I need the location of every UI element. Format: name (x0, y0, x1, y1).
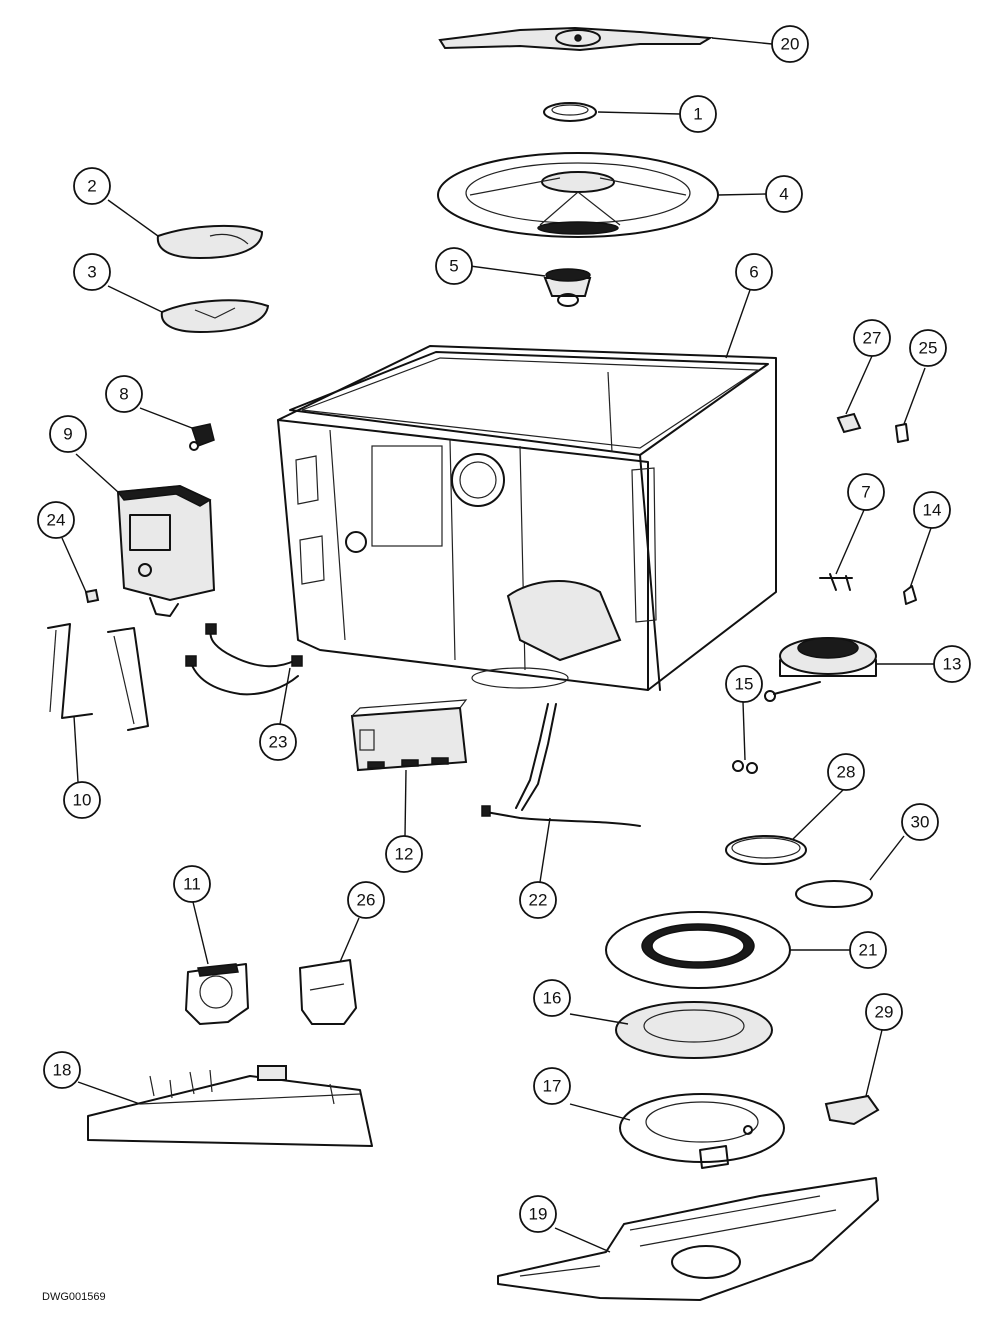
svg-text:28: 28 (837, 763, 856, 782)
part-6-tub (277, 345, 777, 691)
svg-text:11: 11 (183, 875, 201, 894)
part-21-seal (605, 911, 791, 989)
part-10-brackets (47, 623, 149, 731)
part-25 (895, 423, 909, 443)
part-22-cable (481, 703, 641, 827)
part-13-pump (764, 637, 877, 702)
svg-text:18: 18 (53, 1061, 72, 1080)
callout-5: 5 (435, 247, 473, 285)
callout-13: 13 (933, 645, 971, 683)
callout-10: 10 (63, 781, 101, 819)
callout-4: 4 (765, 175, 803, 213)
part-3-cover (160, 299, 270, 334)
svg-text:23: 23 (269, 733, 288, 752)
callout-25: 25 (909, 329, 947, 367)
part-7 (819, 573, 853, 591)
part-20-spray-arm (438, 26, 714, 52)
svg-text:8: 8 (119, 385, 128, 404)
part-11-housing (185, 963, 249, 1025)
callout-1: 1 (679, 95, 717, 133)
svg-text:27: 27 (863, 329, 882, 348)
part-14 (903, 585, 917, 605)
svg-text:20: 20 (781, 35, 800, 54)
callout-2: 2 (73, 167, 111, 205)
callout-27: 27 (853, 319, 891, 357)
part-2-cover (156, 224, 264, 260)
svg-text:7: 7 (861, 483, 870, 502)
callout-30: 30 (901, 803, 939, 841)
part-5-impeller (543, 268, 592, 307)
part-28-ring (725, 835, 807, 865)
callout-6: 6 (735, 253, 773, 291)
part-16-plate (615, 1001, 773, 1059)
callout-16: 16 (533, 979, 571, 1017)
svg-text:9: 9 (63, 425, 72, 444)
part-18-base-front (87, 1065, 373, 1147)
svg-text:17: 17 (543, 1077, 562, 1096)
svg-text:19: 19 (529, 1205, 548, 1224)
part-9-motor-block (116, 484, 216, 617)
callout-15: 15 (725, 665, 763, 703)
svg-text:10: 10 (73, 791, 92, 810)
callout-11: 11 (173, 865, 211, 903)
svg-text:24: 24 (47, 511, 66, 530)
callout-12: 12 (385, 835, 423, 873)
part-24-clip (84, 588, 100, 604)
part-12-control-board (350, 699, 468, 772)
leader-lines (61, 37, 934, 1253)
part-27 (836, 412, 862, 434)
svg-text:2: 2 (87, 177, 96, 196)
callout-26: 26 (347, 881, 385, 919)
callout-14: 14 (913, 491, 951, 529)
part-15-orings (732, 760, 758, 774)
svg-text:29: 29 (875, 1003, 894, 1022)
svg-text:13: 13 (943, 655, 962, 674)
callout-18: 18 (43, 1051, 81, 1089)
callout-28: 28 (827, 753, 865, 791)
svg-text:6: 6 (749, 263, 758, 282)
svg-text:14: 14 (923, 501, 942, 520)
part-4-filter-disc (437, 152, 719, 238)
part-26-bracket (299, 959, 357, 1025)
svg-text:5: 5 (449, 257, 458, 276)
part-17-base-ring (619, 1093, 785, 1169)
callout-7: 7 (847, 473, 885, 511)
callout-17: 17 (533, 1067, 571, 1105)
svg-text:21: 21 (859, 941, 878, 960)
callout-22: 22 (519, 881, 557, 919)
part-29 (824, 1094, 880, 1126)
svg-text:16: 16 (543, 989, 562, 1008)
part-23-harness (185, 623, 303, 696)
svg-text:15: 15 (735, 675, 754, 694)
callout-9: 9 (49, 415, 87, 453)
svg-text:25: 25 (919, 339, 938, 358)
svg-text:12: 12 (395, 845, 414, 864)
callout-23: 23 (259, 723, 297, 761)
svg-text:30: 30 (911, 813, 930, 832)
svg-text:3: 3 (87, 263, 96, 282)
callout-20: 20 (771, 25, 809, 63)
part-19-base-tray (497, 1177, 879, 1301)
callout-19: 19 (519, 1195, 557, 1233)
svg-text:1: 1 (693, 105, 702, 124)
callout-8: 8 (105, 375, 143, 413)
drawing-number: DWG001569 (42, 1291, 106, 1303)
part-8-sensor (189, 423, 215, 451)
part-1-ring (543, 102, 597, 122)
svg-text:22: 22 (529, 891, 548, 910)
callout-29: 29 (865, 993, 903, 1031)
svg-text:4: 4 (779, 185, 788, 204)
callout-3: 3 (73, 253, 111, 291)
part-30-gasket (795, 880, 873, 908)
callout-24: 24 (37, 501, 75, 539)
callout-21: 21 (849, 931, 887, 969)
svg-text:26: 26 (357, 891, 376, 910)
